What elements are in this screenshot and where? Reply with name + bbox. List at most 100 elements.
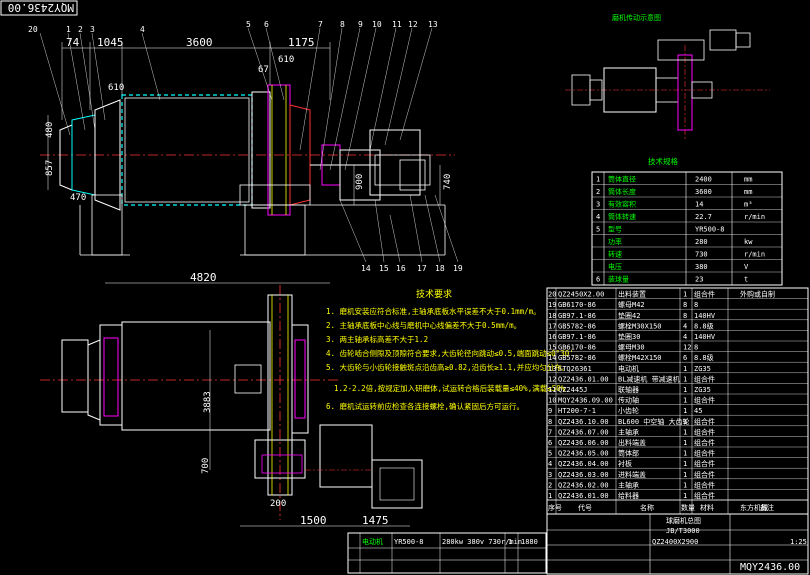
parts-cell-code: QZ2436.05.00 — [558, 450, 609, 458]
specs-title: 技术规格 — [648, 156, 678, 166]
title-block-company: 东方机械 — [740, 503, 768, 512]
parts-cell-name: 出料端盖 — [618, 438, 646, 447]
callout-15: 15 — [379, 264, 389, 273]
callout-13: 13 — [428, 20, 438, 29]
specs-cell-unit: V — [744, 263, 749, 271]
parts-cell-name: 螺栓M30X150 — [618, 321, 662, 330]
parts-cell-no: 7 — [548, 428, 552, 436]
parts-cell-code: GB97.1-86 — [558, 312, 596, 320]
parts-cell-qty: 1 — [683, 291, 687, 299]
parts-cell-name: 主轴承 — [618, 427, 639, 436]
dim-1475: 1475 — [362, 514, 389, 527]
parts-cell-qty: 1 — [683, 386, 687, 394]
motor-weight: 1880 — [521, 538, 538, 546]
callout-14: 14 — [361, 264, 371, 273]
parts-cell-name: 进料端盖 — [618, 470, 646, 479]
parts-cell-no: 10 — [548, 397, 556, 405]
parts-header-code: 代号 — [578, 503, 592, 512]
parts-header-note: 备注 — [760, 503, 774, 512]
motor-spec: 280kw 380v 730r/min — [442, 538, 522, 546]
parts-cell-mat: ZG35 — [694, 365, 711, 373]
dim-74: 74 — [66, 36, 80, 49]
parts-cell-code: GB97.1-86 — [558, 333, 596, 341]
parts-cell-name: 主轴承 — [618, 480, 639, 489]
specs-cell-unit: mm — [744, 188, 752, 196]
parts-cell-no: 8 — [548, 418, 552, 426]
parts-header-name: 名称 — [640, 503, 654, 512]
parts-cell-code: QZ2436.04.00 — [558, 460, 609, 468]
parts-cell-name: 电动机 — [618, 364, 639, 373]
dim-1175: 1175 — [288, 36, 315, 49]
parts-cell-note: 外购或自制 — [740, 290, 775, 299]
specs-cell-name: 装球量 — [608, 275, 629, 284]
parts-cell-mat: 组合件 — [694, 417, 715, 426]
callout-4: 4 — [140, 25, 145, 34]
callout-3: 3 — [90, 25, 95, 34]
parts-cell-code: QZ2436.02.00 — [558, 481, 609, 489]
parts-cell-code: QZ2436.01.00 — [558, 375, 609, 383]
parts-cell-name: 给料器 — [618, 491, 639, 500]
parts-cell-no: 11 — [548, 386, 556, 394]
title-block-standard: JB/T3000 — [666, 527, 700, 535]
specs-cell-unit: kw — [744, 238, 753, 246]
motor-col1: 电动机 — [362, 537, 383, 546]
parts-cell-mat: 组合件 — [694, 427, 715, 436]
specs-cell-no: 6 — [596, 276, 600, 284]
parts-cell-qty: 1 — [683, 481, 687, 489]
dim-470: 470 — [70, 193, 86, 203]
plan-view: 4820 3883 700 200 1500 1475 — [40, 271, 423, 527]
parts-cell-qty: 1 — [683, 375, 687, 383]
parts-cell-no: 4 — [548, 460, 552, 468]
parts-header-mat: 材料 — [700, 503, 714, 512]
parts-cell-no: 19 — [548, 301, 556, 309]
dim-3600: 3600 — [186, 36, 213, 49]
title-block-name: 球磨机总图 — [666, 516, 701, 525]
parts-cell-mat: 45 — [694, 407, 702, 415]
specs-cell-value: 3600 — [695, 188, 712, 196]
tech-req-6: 6. 磨机试运转前应检查各连接螺栓,确认紧固后方可运行。 — [326, 401, 524, 411]
parts-cell-code: STQ26361 — [558, 365, 592, 373]
parts-cell-mat: 8 — [694, 344, 698, 352]
parts-cell-name: 垫圈42 — [618, 311, 640, 320]
parts-cell-qty: 1 — [683, 407, 687, 415]
specs-cell-unit: t — [744, 276, 748, 284]
parts-cell-mat: ZG35 — [694, 386, 711, 394]
parts-cell-code: QZ2436.07.00 — [558, 428, 609, 436]
specs-cell-unit: m³ — [744, 201, 752, 209]
parts-cell-no: 15 — [548, 344, 556, 352]
specs-cell-no: 1 — [596, 176, 600, 184]
parts-cell-mat: 组合件 — [694, 480, 715, 489]
tech-req-2: 2. 主轴承底板中心线与磨机中心线偏差不大于0.5mm/m。 — [326, 320, 521, 330]
callout-1: 1 — [66, 25, 71, 34]
title-block-scale: 1:25 — [790, 538, 807, 546]
motor-table: 电动机 YR500-8 280kw 380v 730r/min 1 1880 — [347, 532, 547, 574]
callout-10: 10 — [372, 20, 382, 29]
callout-11: 11 — [392, 20, 402, 29]
parts-cell-code: GB6170-86 — [558, 344, 596, 352]
parts-cell-name: 小齿轮 — [618, 406, 639, 415]
parts-cell-code: QZ2445J — [558, 386, 588, 394]
dim-900: 900 — [355, 174, 365, 190]
motor-model: YR500-8 — [394, 538, 424, 546]
parts-cell-mat: 140HV — [694, 312, 716, 320]
parts-cell-qty: 1 — [683, 471, 687, 479]
specs-cell-no: 5 — [596, 226, 600, 234]
dim-1045: 1045 — [97, 36, 124, 49]
parts-cell-mat: 组合件 — [694, 491, 715, 500]
specs-cell-unit: mm — [744, 176, 752, 184]
parts-cell-name: 传动轴 — [618, 396, 639, 405]
parts-cell-no: 20 — [548, 291, 556, 299]
dim-480: 480 — [45, 122, 55, 138]
specs-cell-name: 转速 — [608, 250, 622, 259]
dim-700: 700 — [201, 458, 211, 474]
parts-cell-code: QZ2436.10.00 — [558, 418, 609, 426]
parts-cell-name: BL减速机 带减速机 — [618, 374, 680, 383]
parts-cell-qty: 1 — [683, 418, 687, 426]
specs-cell-value: 14 — [695, 201, 703, 209]
parts-cell-qty: 8 — [683, 312, 687, 320]
parts-cell-no: 12 — [548, 375, 556, 383]
callout-17: 17 — [417, 264, 427, 273]
parts-cell-no: 17 — [548, 322, 556, 330]
parts-cell-code: MQY2436.09.00 — [558, 397, 613, 405]
